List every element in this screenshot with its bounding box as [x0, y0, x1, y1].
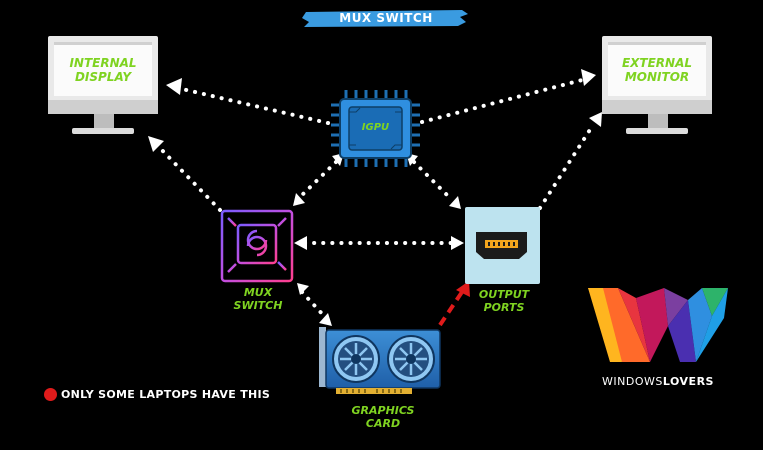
- mux-switch-chip-icon: [220, 209, 294, 283]
- connector-igpu-mux: [298, 160, 338, 199]
- external-monitor-icon: [602, 36, 712, 134]
- internal-display-label-line1: INTERNAL: [69, 56, 137, 70]
- external-monitor-label: EXTERNAL MONITOR: [608, 56, 706, 84]
- arrowhead-output-left: [451, 236, 464, 250]
- connector-igpu-output: [412, 160, 454, 202]
- graphics-card-icon: [319, 327, 441, 394]
- red-dot-icon: [44, 387, 57, 401]
- arrowhead-graphics-card-top: [319, 313, 332, 326]
- arrowhead-mux-right: [294, 236, 307, 250]
- connector-mux-internal-display: [155, 143, 222, 212]
- windowslovers-logo-icon: [588, 288, 728, 362]
- graphics-card-label-line1: GRAPHICS: [351, 404, 415, 417]
- brand-part1: WINDOWS: [602, 375, 663, 388]
- connector-igpu-external-monitor: [420, 78, 584, 124]
- mux-switch-label-line2: SWITCH: [233, 299, 283, 312]
- mux-switch-label: MUX SWITCH: [224, 286, 292, 312]
- arrowhead-output-top: [449, 196, 461, 209]
- arrowhead-external-monitor-bottom: [589, 112, 602, 127]
- connector-mux-graphics-card: [300, 290, 328, 320]
- connector-igpu-internal-display: [176, 86, 330, 125]
- arrowhead-internal-display-bottom: [148, 136, 164, 152]
- arrowhead-external-monitor-top: [581, 69, 596, 86]
- mux-switch-label-line1: MUX: [243, 286, 273, 299]
- internal-display-label: INTERNAL DISPLAY: [54, 56, 152, 84]
- brand-wordmark: WINDOWSLOVERS: [588, 375, 728, 388]
- arrowhead-mux-bottom: [297, 283, 309, 295]
- graphics-card-label: GRAPHICS CARD: [338, 404, 428, 430]
- internal-display-label-line2: DISPLAY: [74, 70, 132, 84]
- output-ports-label-line1: OUTPUT: [478, 288, 530, 301]
- connector-graphics-card-output: [438, 281, 470, 327]
- output-ports-icon: [465, 207, 540, 284]
- connectors: [155, 78, 595, 320]
- igpu-chip-icon: [331, 90, 420, 167]
- brand-part2: LOVERS: [662, 375, 714, 388]
- external-monitor-label-line2: MONITOR: [624, 70, 690, 84]
- arrowhead-internal-display-top: [166, 78, 182, 95]
- gpu-fan-right-icon: [387, 335, 435, 383]
- internal-display-monitor-icon: [48, 36, 158, 134]
- title-banner: [302, 10, 468, 27]
- igpu-label: IGPU: [361, 122, 390, 133]
- footnote: ONLY SOME LAPTOPS HAVE THIS: [44, 386, 270, 402]
- output-ports-label-line2: PORTS: [483, 301, 525, 314]
- footnote-text: ONLY SOME LAPTOPS HAVE THIS: [61, 387, 271, 401]
- arrowhead-mux-top: [293, 193, 305, 206]
- external-monitor-label-line1: EXTERNAL: [621, 56, 693, 70]
- graphics-card-label-line2: CARD: [365, 417, 401, 430]
- diagram-title: MUX SWITCH: [339, 11, 433, 25]
- connector-output-external-monitor: [538, 123, 595, 210]
- output-ports-label: OUTPUT PORTS: [468, 288, 540, 314]
- gpu-fan-left-icon: [332, 335, 380, 383]
